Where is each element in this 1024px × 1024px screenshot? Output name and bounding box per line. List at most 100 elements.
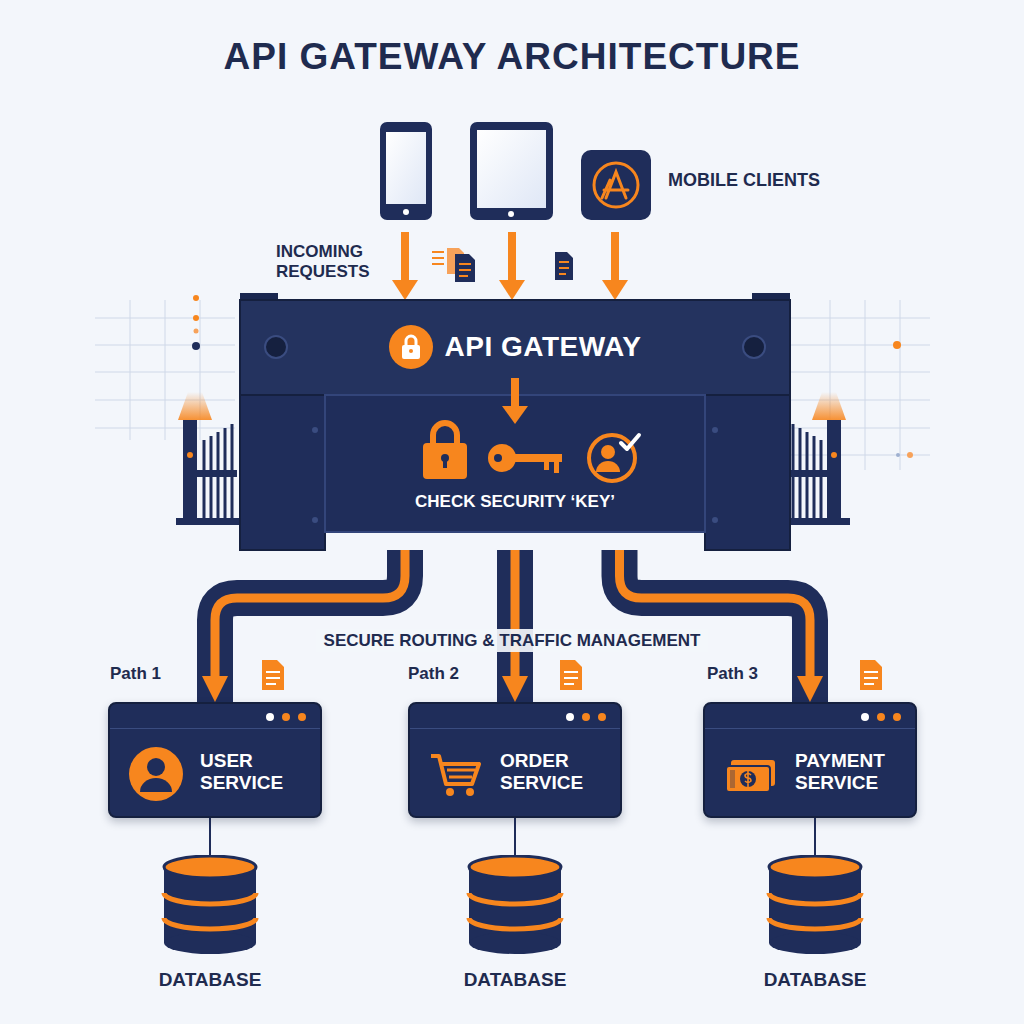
flow-label: INCOMING REQUESTS — [276, 242, 388, 282]
request-document — [459, 269, 471, 271]
database-symbol — [769, 893, 861, 904]
incoming-arrow — [602, 280, 628, 300]
service-name: ORDER SERVICE — [500, 750, 612, 794]
grid-dot — [192, 342, 200, 350]
side-grid — [790, 318, 930, 319]
database-symbol — [465, 855, 565, 955]
side-grid — [790, 372, 930, 373]
lock-badge — [406, 336, 416, 346]
gateway-structure — [433, 423, 457, 445]
incoming-arrow — [392, 280, 418, 300]
tablet-icon — [508, 211, 514, 217]
route-arrow — [215, 550, 405, 688]
gateway-heading-row: API GATEWAY — [240, 325, 790, 369]
window-dots — [582, 713, 590, 721]
gateway-structure — [443, 458, 447, 468]
app-icon — [581, 150, 651, 220]
cart-icon — [466, 788, 474, 796]
gateway-structure — [554, 462, 559, 473]
database-symbol — [769, 856, 861, 878]
cart-icon — [446, 788, 454, 796]
app-icon — [602, 172, 628, 198]
cart-icon — [431, 756, 479, 784]
gateway-block: API GATEWAYCHECK SECURITY ‘KEY’ — [240, 300, 790, 550]
window-dots — [566, 713, 574, 721]
service-box: ORDER SERVICE — [408, 702, 622, 818]
side-grid — [165, 300, 166, 440]
gateway-structure — [265, 336, 287, 358]
cash-icon — [723, 746, 779, 802]
database-symbol — [469, 918, 561, 929]
route-document — [864, 672, 878, 684]
request-document — [432, 251, 444, 253]
request-document — [432, 248, 573, 282]
cash-icon — [740, 771, 756, 787]
gate-fence — [799, 428, 802, 520]
database-cylinder: DATABASE — [445, 855, 585, 1000]
incoming-arrow — [611, 232, 619, 282]
window-dots — [266, 713, 274, 721]
cash-icon — [745, 771, 751, 787]
lock-badge — [389, 325, 433, 369]
database-cylinder: DATABASE — [745, 855, 885, 1000]
group-label: MOBILE CLIENTS — [668, 170, 820, 191]
gateway-structure — [494, 454, 502, 462]
window-dots — [282, 713, 290, 721]
side-grid — [130, 300, 131, 440]
gateway-structure — [743, 336, 765, 358]
gateway-structure — [712, 517, 718, 523]
app-icon — [581, 150, 651, 220]
window-dots — [598, 713, 606, 721]
gateway-structure — [488, 444, 516, 472]
gate-fence — [178, 392, 212, 420]
database-symbol — [769, 932, 861, 954]
request-document — [432, 252, 444, 264]
title-bar-line — [110, 728, 320, 729]
side-grid — [865, 300, 866, 470]
gate-fence — [793, 424, 821, 520]
service-name: USER SERVICE — [200, 750, 312, 794]
incoming-arrow — [401, 232, 409, 282]
grid-dot — [896, 453, 900, 457]
connector-line — [514, 818, 516, 855]
database-symbol — [765, 855, 865, 955]
route-document — [262, 660, 882, 690]
title-bar-line — [705, 728, 915, 729]
grid-dot — [194, 329, 199, 334]
cash-icon — [730, 770, 735, 788]
route-band — [215, 550, 405, 702]
cart-icon — [428, 746, 484, 802]
user-icon — [128, 746, 184, 802]
service-box: USER SERVICE — [108, 702, 322, 818]
incoming-arrow — [499, 280, 525, 300]
gateway-structure — [596, 461, 620, 472]
gateway-structure — [511, 378, 519, 408]
route-document — [864, 683, 874, 685]
window-dots — [264, 711, 310, 723]
lock-badge — [389, 325, 433, 369]
connector-line — [209, 818, 211, 855]
gate-fence — [812, 392, 846, 420]
tablet-icon — [477, 130, 546, 208]
request-document — [555, 252, 573, 280]
database-symbol — [469, 856, 561, 878]
route-document — [564, 683, 574, 685]
database-name: DATABASE — [140, 969, 280, 991]
route-document — [266, 677, 280, 679]
cash-icon — [726, 766, 770, 792]
request-document — [559, 273, 566, 275]
database-symbol — [469, 893, 561, 904]
gate-fence — [792, 424, 795, 520]
route-document — [864, 677, 878, 679]
route-document — [564, 671, 578, 673]
database-symbol — [769, 918, 861, 929]
request-document — [459, 263, 471, 265]
database-symbol — [164, 918, 256, 929]
window-dots — [859, 711, 905, 723]
request-document — [559, 267, 569, 269]
request-document — [559, 261, 569, 263]
phone-icon — [380, 122, 432, 220]
database-symbol — [469, 932, 561, 954]
